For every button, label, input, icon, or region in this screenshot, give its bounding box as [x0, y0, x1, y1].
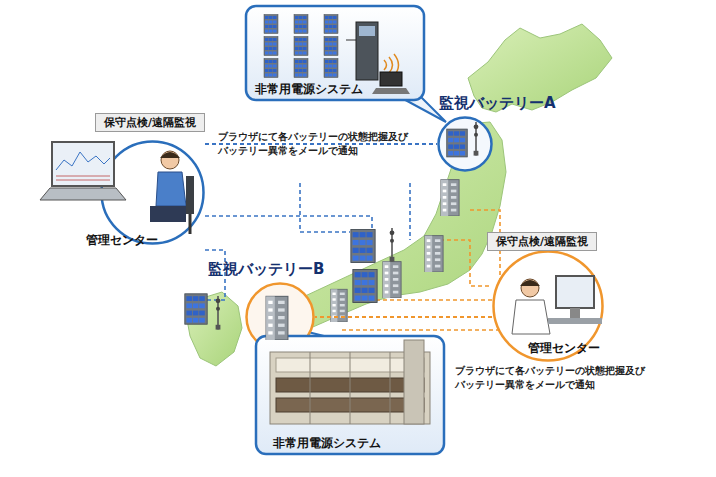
person-hair [520, 280, 540, 286]
center-circle: 保守点検/遠隔監視管理センター [100, 140, 205, 245]
radio-tower-icon [390, 228, 395, 262]
person-hair [160, 152, 180, 158]
battery-shelf-illustration [270, 340, 430, 424]
note-text: ブラウザにて各バッテリーの状態把握及び バッテリー異常をメールで通知 [218, 130, 228, 158]
shelf-post [390, 352, 391, 424]
outline-shape [439, 118, 492, 171]
cable [346, 40, 356, 41]
screen-graph [56, 176, 110, 180]
right-operator-illustration [512, 276, 602, 334]
desk [548, 318, 602, 324]
laptop-base [40, 188, 126, 200]
radio-tower-icon [474, 122, 479, 156]
battery-row [276, 378, 424, 392]
battery-cells [294, 15, 308, 34]
center-circle: 保守点検/遠隔監視管理センター [492, 250, 604, 362]
orange-network-wires [340, 210, 500, 330]
node-label: 非常用電源システム [273, 435, 381, 452]
monitor-stand [570, 308, 580, 318]
outline-shape [102, 142, 204, 244]
screen-graph [56, 152, 110, 170]
monitor-cabinet [356, 22, 378, 80]
battery-rack-icon [351, 230, 375, 263]
monitor-screen [556, 276, 594, 308]
outline-shape [246, 6, 424, 100]
blue-network-wires [205, 183, 410, 300]
node-label: 監視バッテリーA [439, 94, 556, 113]
callout-box: 非常用電源システム [255, 335, 445, 455]
shelf-post [350, 352, 351, 424]
person-body [512, 300, 550, 334]
shelf-frame [270, 352, 430, 424]
person-head [521, 279, 539, 297]
chair-leg [189, 214, 192, 234]
node-label: 監視バッテリーB [208, 260, 324, 279]
site-circle: 監視バッテリーA [437, 116, 493, 172]
battery-cells [324, 59, 338, 78]
network-wire [440, 240, 492, 286]
person-legs [150, 206, 186, 222]
building-icon [425, 236, 443, 272]
office-chair [186, 176, 194, 214]
outline-shape [494, 252, 603, 361]
building-icon [383, 262, 401, 298]
battery-row [276, 358, 424, 372]
circle-outline [100, 140, 205, 245]
note-text: ブラウザにて各バッテリーの状態把握及び バッテリー異常をメールで通知 [455, 364, 465, 392]
battery-row [276, 398, 424, 412]
shelf-post [310, 352, 311, 424]
battery-rack-icon [447, 129, 468, 157]
battery-cells [264, 59, 278, 78]
circle-outline [437, 116, 493, 172]
battery-cells [324, 37, 338, 56]
person-head [161, 151, 179, 169]
network-wire [340, 329, 500, 331]
callout-box: 非常用電源システム [245, 5, 425, 101]
heading-tag: 保守点検/遠隔監視 [487, 232, 597, 251]
battery-rack-icon [353, 270, 377, 303]
person-body [156, 172, 186, 206]
outline-shape [256, 336, 444, 454]
network-wire [205, 216, 372, 232]
battery-cells [294, 59, 308, 78]
building-icon [266, 296, 288, 340]
network-connector [205, 143, 437, 145]
battery-bank-illustration [264, 15, 410, 95]
heading-tag: 保守点検/遠隔監視 [95, 113, 205, 132]
network-wire [300, 183, 350, 232]
battery-cells [294, 37, 308, 56]
client-laptop-base [372, 88, 410, 94]
left-operator-illustration [40, 142, 194, 234]
cabinet-panel [359, 26, 375, 36]
laptop-screen [52, 142, 114, 186]
network-connector [315, 316, 492, 318]
node-label: 管理センター [86, 232, 158, 249]
battery-cells [264, 15, 278, 34]
building-icon [441, 180, 459, 216]
network-wire [360, 299, 492, 301]
cable-duct [404, 340, 424, 424]
battery-rack-icon [185, 294, 207, 324]
network-wire [409, 183, 411, 240]
client-laptop-screen [380, 72, 402, 86]
wireless-waves [384, 54, 399, 76]
battery-cells [264, 37, 278, 56]
node-label: 非常用電源システム [255, 81, 363, 98]
battery-cells [324, 15, 338, 34]
radio-tower-icon [216, 296, 221, 330]
node-label: 管理センター [528, 340, 600, 357]
